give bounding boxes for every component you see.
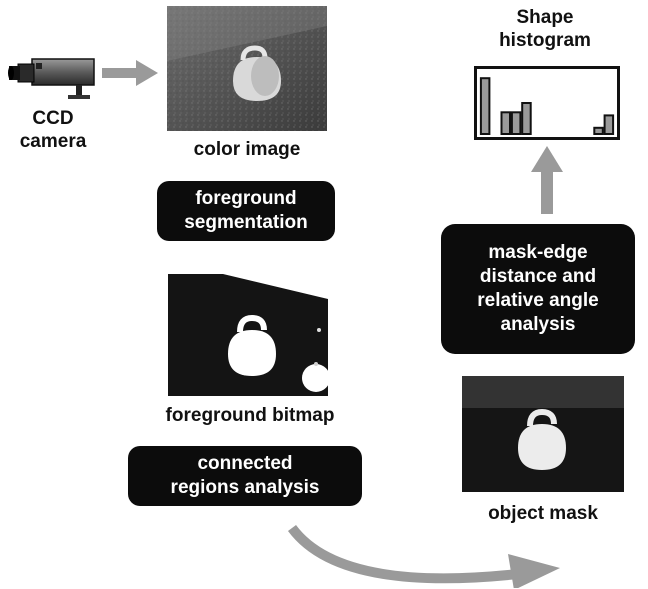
curved-arrow-to-object-mask xyxy=(270,518,590,588)
ccd-camera-icon xyxy=(6,55,96,103)
arrow-up-to-histogram xyxy=(529,144,565,216)
histogram-bar xyxy=(593,126,604,135)
mask-edge-line3: relative angle xyxy=(477,290,599,311)
object-mask-photo xyxy=(462,376,624,492)
mask-edge-line1: mask-edge xyxy=(488,242,588,263)
shape-histogram-chart xyxy=(474,66,620,140)
camera-label-line2: camera xyxy=(19,131,87,152)
histogram-bar xyxy=(479,77,491,135)
mask-edge-analysis-step: mask-edge distance and relative angle an… xyxy=(441,224,635,354)
histogram-bar xyxy=(510,111,522,135)
color-image-caption: color image xyxy=(193,139,301,160)
color-image-photo xyxy=(167,6,327,131)
connected-regions-line1: connected xyxy=(197,453,293,474)
foreground-bitmap-photo xyxy=(168,274,328,396)
connected-regions-line2: regions analysis xyxy=(170,477,320,498)
mask-edge-line4: analysis xyxy=(500,314,576,335)
histogram-bar xyxy=(521,102,532,135)
camera-label-line1: CCD xyxy=(32,108,74,129)
histogram-bar xyxy=(500,111,511,135)
arrow-camera-to-image xyxy=(100,58,160,88)
foreground-segmentation-line1: foreground xyxy=(195,188,297,209)
foreground-segmentation-step: foreground segmentation xyxy=(157,181,335,241)
foreground-segmentation-line2: segmentation xyxy=(184,212,308,233)
histogram-bar xyxy=(603,114,615,136)
histogram-title-line1: Shape xyxy=(516,7,574,28)
object-mask-caption: object mask xyxy=(488,503,598,524)
histogram-title: Shape histogram xyxy=(472,6,618,52)
foreground-bitmap-caption: foreground bitmap xyxy=(165,405,335,426)
camera-label: CCD camera xyxy=(10,107,96,153)
histogram-title-line2: histogram xyxy=(499,30,591,51)
mask-edge-line2: distance and xyxy=(479,266,597,287)
connected-regions-step: connected regions analysis xyxy=(128,446,362,506)
